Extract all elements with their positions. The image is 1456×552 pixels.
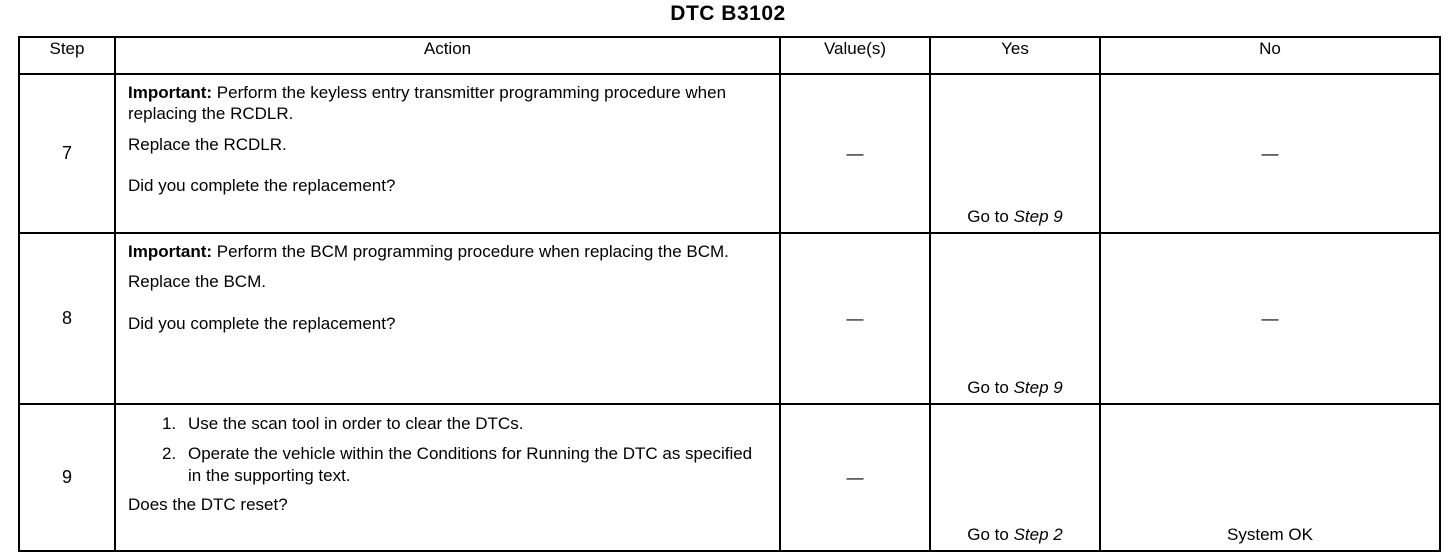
action-step-list: Use the scan tool in order to clear the … bbox=[128, 413, 769, 486]
column-header-no: No bbox=[1099, 36, 1441, 75]
column-header-yes: Yes bbox=[929, 36, 1101, 75]
step-number-cell: 7 bbox=[18, 73, 116, 234]
action-instruction: Replace the BCM. bbox=[128, 272, 266, 292]
action-cell: Important: Perform the keyless entry tra… bbox=[114, 73, 781, 234]
table-row: 9 Use the scan tool in order to clear th… bbox=[18, 403, 1441, 552]
page-title: DTC B3102 bbox=[670, 2, 786, 25]
important-label: Important: bbox=[128, 242, 213, 261]
yes-prefix: Go to bbox=[967, 524, 1014, 544]
table-row: 8 Important: Perform the BCM programming… bbox=[18, 232, 1441, 405]
step-number-cell: 9 bbox=[18, 403, 116, 552]
em-dash-value: — bbox=[846, 467, 864, 487]
em-dash-value: — bbox=[846, 308, 864, 328]
important-label: Important: bbox=[128, 83, 213, 102]
column-header-action: Action bbox=[114, 36, 781, 75]
important-note: Important: Perform the BCM programming p… bbox=[128, 241, 769, 262]
value-cell: — bbox=[779, 73, 931, 234]
em-dash-value: — bbox=[846, 143, 864, 163]
action-question: Did you complete the replacement? bbox=[128, 313, 396, 333]
value-cell: — bbox=[779, 232, 931, 405]
diagnostic-table: Step Action Value(s) Yes No 7 Important:… bbox=[18, 36, 1441, 552]
action-cell: Important: Perform the BCM programming p… bbox=[114, 232, 781, 405]
no-cell: — bbox=[1099, 232, 1441, 405]
yes-step-reference: Step 2 bbox=[1013, 524, 1063, 544]
important-text: Perform the BCM programming procedure wh… bbox=[212, 242, 729, 261]
column-header-step: Step bbox=[18, 36, 116, 75]
action-instruction: Replace the RCDLR. bbox=[128, 134, 287, 154]
no-cell: System OK bbox=[1099, 403, 1441, 552]
table-header-row: Step Action Value(s) Yes No bbox=[18, 36, 1441, 75]
table-body: 7 Important: Perform the keyless entry t… bbox=[18, 73, 1441, 552]
yes-step-reference: Step 9 bbox=[1013, 377, 1063, 397]
step-number-cell: 8 bbox=[18, 232, 116, 405]
list-item: Operate the vehicle within the Condition… bbox=[162, 443, 753, 485]
yes-cell: Go to Step 9 bbox=[929, 232, 1101, 405]
yes-prefix: Go to bbox=[967, 377, 1014, 397]
document-page: DTC B3102 Step Action Value(s) Yes No 7 … bbox=[0, 0, 1456, 540]
value-cell: — bbox=[779, 403, 931, 552]
em-dash-no: — bbox=[1261, 143, 1279, 163]
no-cell: — bbox=[1099, 73, 1441, 234]
yes-step-reference: Step 9 bbox=[1013, 206, 1063, 226]
table-row: 7 Important: Perform the keyless entry t… bbox=[18, 73, 1441, 234]
action-question: Does the DTC reset? bbox=[128, 495, 288, 515]
column-header-value: Value(s) bbox=[779, 36, 931, 75]
important-note: Important: Perform the keyless entry tra… bbox=[128, 82, 769, 125]
em-dash-no: — bbox=[1261, 308, 1279, 328]
action-cell: Use the scan tool in order to clear the … bbox=[114, 403, 781, 552]
yes-prefix: Go to bbox=[967, 206, 1014, 226]
list-item: Use the scan tool in order to clear the … bbox=[162, 413, 524, 435]
table-header: Step Action Value(s) Yes No bbox=[18, 36, 1441, 75]
action-question: Did you complete the replacement? bbox=[128, 176, 396, 196]
important-text: Perform the keyless entry transmitter pr… bbox=[128, 83, 727, 124]
yes-cell: Go to Step 9 bbox=[929, 73, 1101, 234]
yes-cell: Go to Step 2 bbox=[929, 403, 1101, 552]
